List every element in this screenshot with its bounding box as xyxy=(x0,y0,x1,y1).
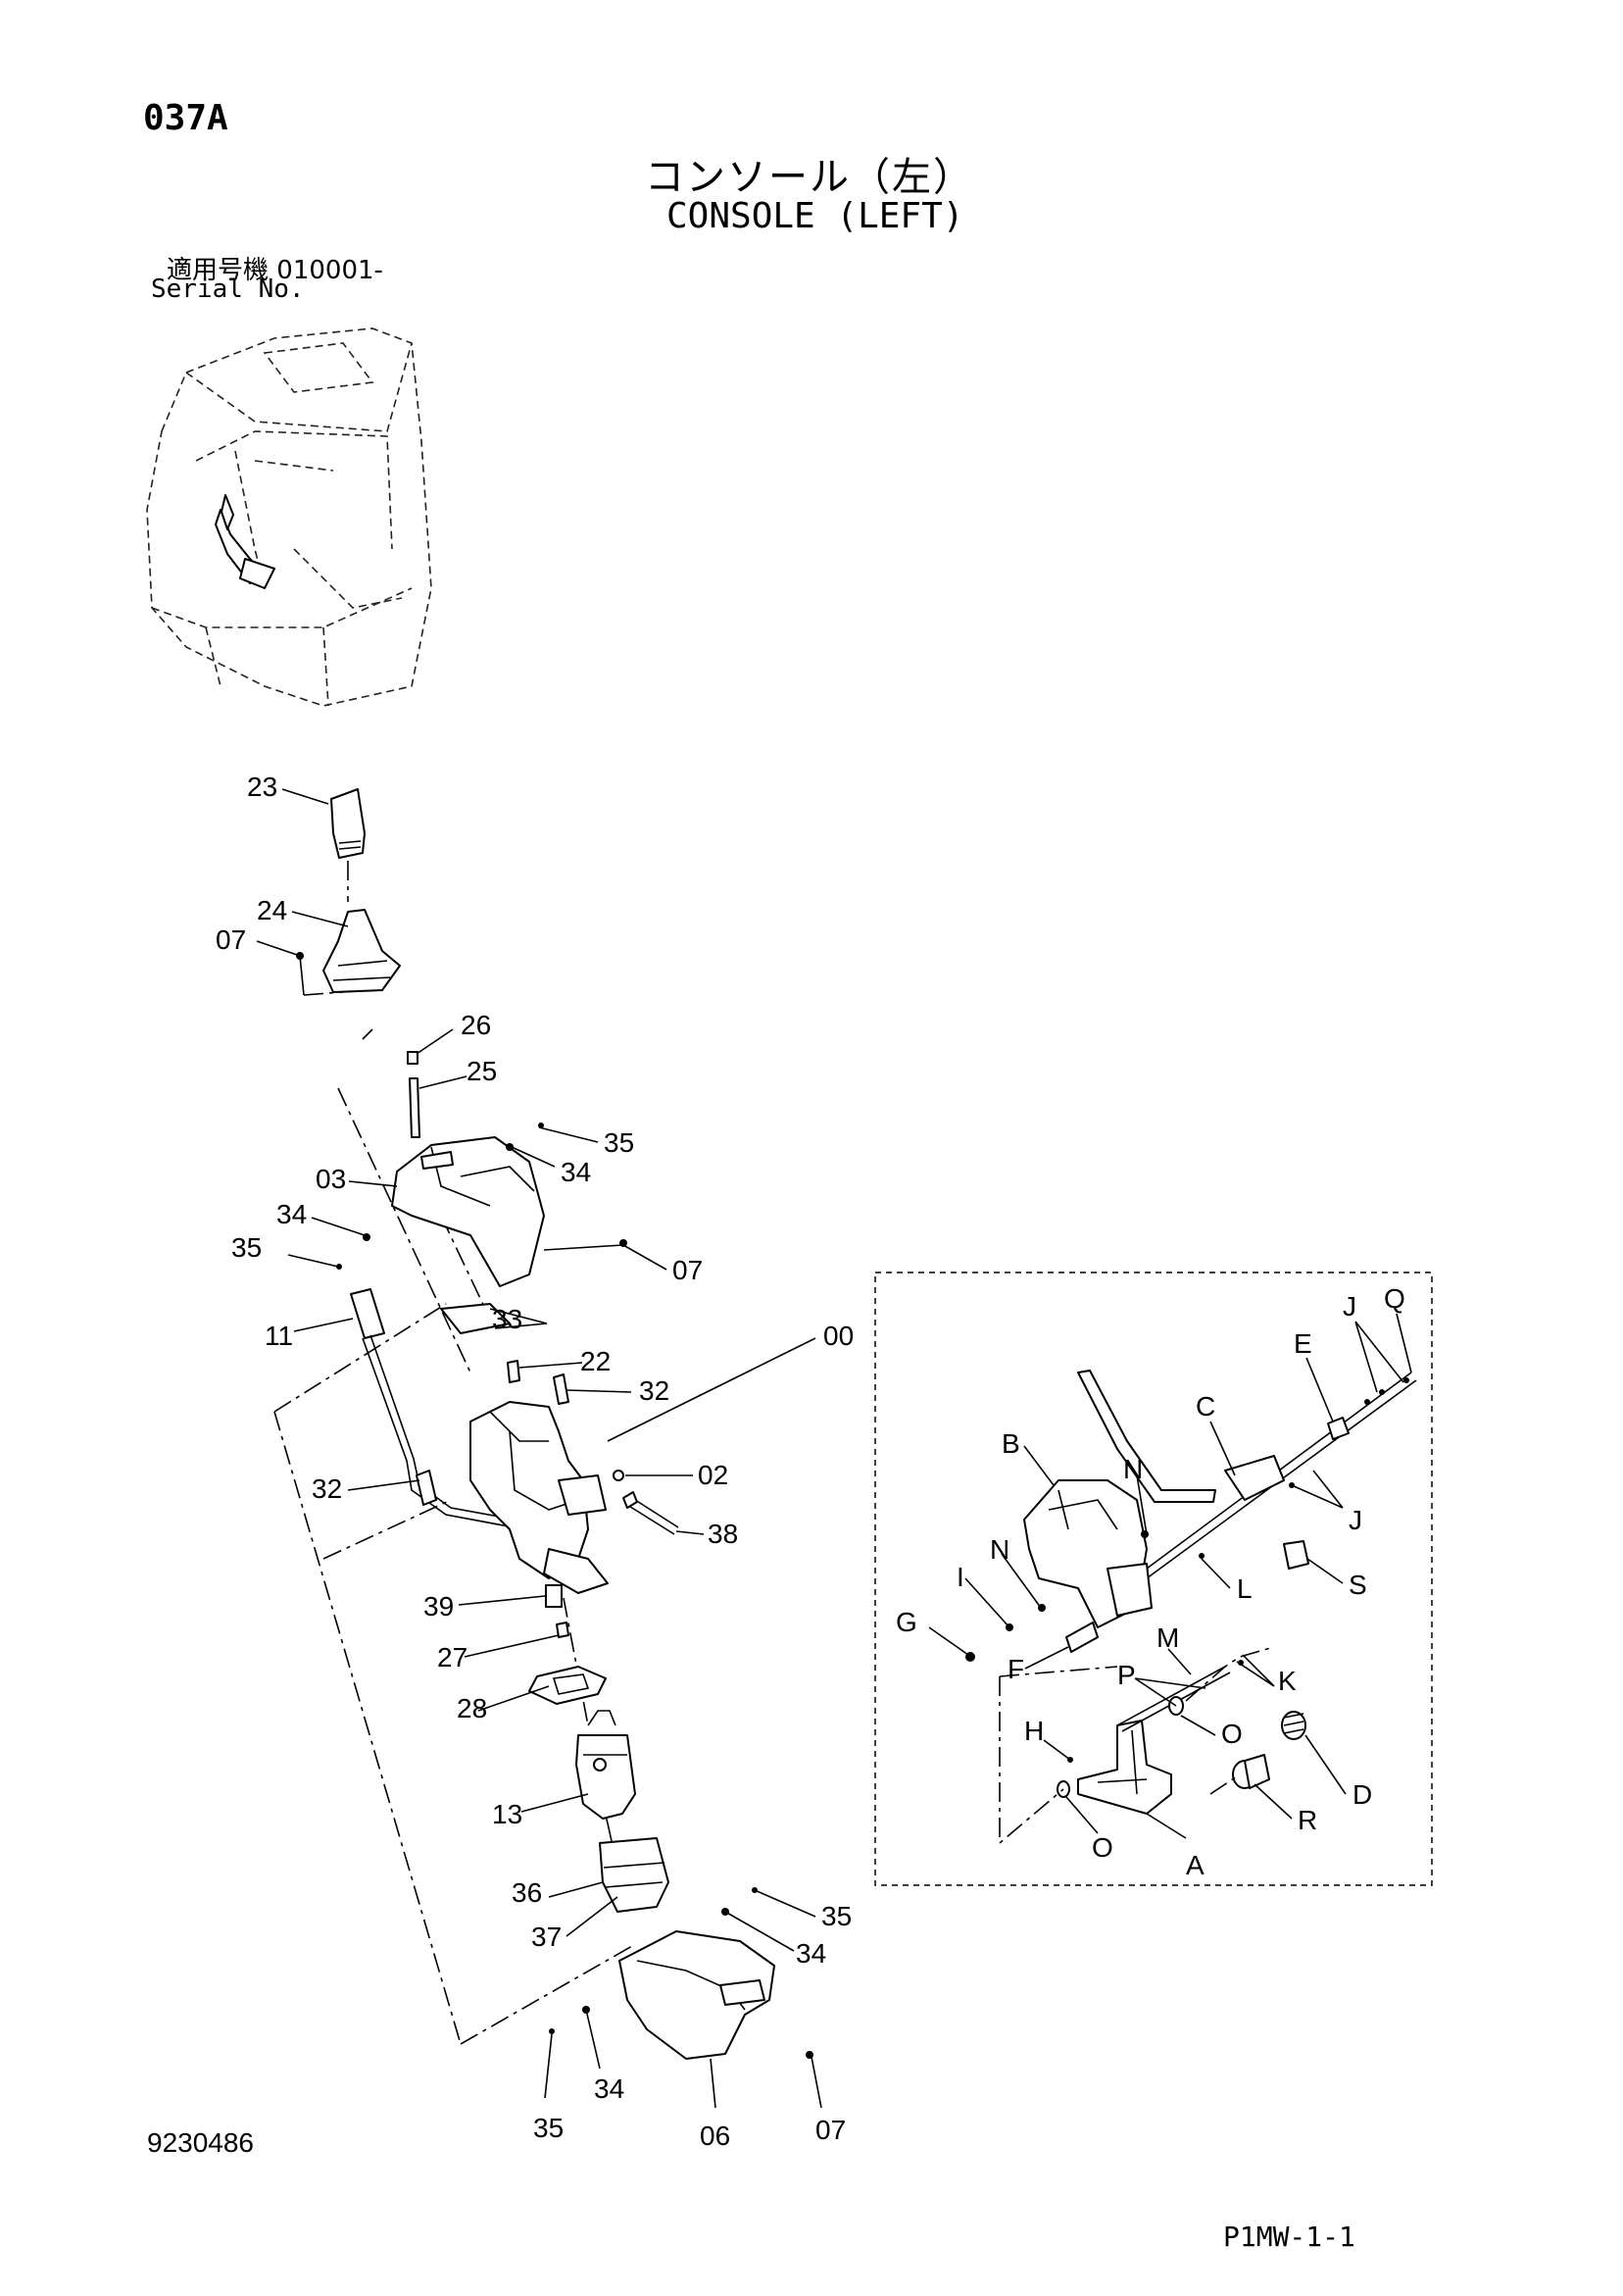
detail-part-f xyxy=(1065,1622,1099,1653)
callout-35-5: 35 xyxy=(604,1127,634,1158)
detail-callout-j-1: J xyxy=(1343,1291,1356,1322)
detail-lever-arm xyxy=(1077,1370,1216,1503)
detail-callout-o-20: O xyxy=(1092,1832,1113,1863)
callout-13-22: 13 xyxy=(492,1799,522,1829)
callout-33-11: 33 xyxy=(492,1304,522,1334)
plate-33 xyxy=(440,1303,511,1334)
page-title: CONSOLE (LEFT) xyxy=(666,196,964,236)
detail-callout-s-9: S xyxy=(1349,1570,1367,1600)
callout-23-0: 23 xyxy=(247,772,277,802)
callout-07-30: 07 xyxy=(815,2115,846,2145)
detail-part-c xyxy=(1224,1455,1285,1501)
grip-knob xyxy=(330,788,366,859)
callout-06-29: 06 xyxy=(700,2121,730,2151)
plate-28 xyxy=(528,1666,607,1705)
page-code: 037A xyxy=(143,98,228,138)
boot-36 xyxy=(599,1837,669,1913)
callout-07-10: 07 xyxy=(672,1255,703,1285)
callout-24-1: 24 xyxy=(257,895,287,925)
pin-38 xyxy=(622,1491,638,1509)
pin-32-upper xyxy=(553,1373,569,1405)
callout-35-9: 35 xyxy=(231,1232,262,1263)
detail-callout-n-7: N xyxy=(990,1534,1009,1565)
callout-03-7: 03 xyxy=(316,1164,346,1194)
callout-25-4: 25 xyxy=(467,1056,497,1086)
detail-callout-d-18: D xyxy=(1352,1779,1372,1810)
callout-07-2: 07 xyxy=(216,924,246,955)
detail-callout-r-19: R xyxy=(1298,1805,1317,1835)
callout-39-19: 39 xyxy=(423,1591,454,1622)
callout-32-15: 32 xyxy=(639,1375,669,1406)
page-title-japanese: コンソール（左） xyxy=(645,155,974,200)
callout-34-8: 34 xyxy=(276,1199,307,1229)
detail-inset-frame xyxy=(874,1272,1433,1886)
detail-leader-lines xyxy=(928,1313,1412,1839)
part-26 xyxy=(407,1051,418,1065)
callout-02-16: 02 xyxy=(698,1460,728,1490)
callout-22-14: 22 xyxy=(580,1346,611,1376)
callout-11-12: 11 xyxy=(265,1321,293,1351)
callout-26-3: 26 xyxy=(461,1010,491,1040)
serial-label: Serial No. xyxy=(151,275,305,304)
part-22 xyxy=(507,1360,520,1383)
callout-35-28: 35 xyxy=(533,2113,564,2143)
detail-callout-k-15: K xyxy=(1278,1666,1297,1696)
console-cover xyxy=(391,1136,545,1287)
detail-callout-o-17: O xyxy=(1221,1719,1243,1749)
callout-00-13: 00 xyxy=(823,1321,854,1351)
callout-37-24: 37 xyxy=(531,1922,562,1952)
detail-callout-p-14: P xyxy=(1117,1660,1136,1690)
lever-boot xyxy=(322,909,401,993)
detail-callout-g-11: G xyxy=(896,1607,917,1637)
callout-32-17: 32 xyxy=(312,1473,342,1504)
detail-callout-b-4: B xyxy=(1002,1428,1020,1459)
detail-callout-i-10: I xyxy=(957,1562,964,1592)
detail-callout-j-6: J xyxy=(1349,1505,1362,1535)
part-27 xyxy=(556,1622,569,1638)
callout-34-6: 34 xyxy=(561,1157,591,1187)
callout-34-27: 34 xyxy=(594,2073,624,2104)
serial-value: 010001- xyxy=(276,256,383,285)
assembly-alignment-lines xyxy=(273,861,633,2045)
lever-11 xyxy=(350,1288,385,1339)
detail-callout-q-0: Q xyxy=(1384,1283,1405,1314)
lower-cover xyxy=(618,1930,775,2060)
part-25 xyxy=(409,1077,420,1138)
detail-callout-e-2: E xyxy=(1294,1328,1312,1359)
detail-callout-n-5: N xyxy=(1123,1454,1143,1484)
callout-34-26: 34 xyxy=(796,1938,826,1969)
detail-spring-e xyxy=(1327,1417,1350,1440)
main-leader-lines xyxy=(256,788,822,2109)
detail-callout-h-16: H xyxy=(1024,1716,1044,1746)
bolt-02 xyxy=(613,1470,624,1481)
callout-38-18: 38 xyxy=(708,1519,738,1549)
callout-28-21: 28 xyxy=(457,1693,487,1723)
detail-callout-a-21: A xyxy=(1186,1850,1205,1880)
detail-callout-f-12: F xyxy=(1008,1654,1024,1684)
callouts-main: 23 24 07 26 25 35 34 03 34 35 07 33 11 00 22 32 02 32 38 39… xyxy=(216,772,854,2151)
document-number: 9230486 xyxy=(147,2127,255,2158)
page-reference: P1MW-1-1 xyxy=(1223,2221,1355,2253)
cab-location-sketch xyxy=(146,327,432,707)
callout-27-20: 27 xyxy=(437,1642,467,1672)
callout-35-25: 35 xyxy=(821,1901,852,1931)
detail-bracket-a xyxy=(1077,1720,1172,1815)
detail-callout-m-13: M xyxy=(1156,1622,1179,1653)
serial-label-japanese: 適用号機 xyxy=(167,256,270,285)
detail-callout-l-8: L xyxy=(1237,1573,1253,1604)
detail-callout-c-3: C xyxy=(1196,1391,1215,1422)
detail-part-s xyxy=(1283,1540,1309,1570)
serial-applicability: 適用号機 010001- xyxy=(167,250,383,286)
lever-bracket xyxy=(469,1401,589,1579)
detail-inset xyxy=(874,1272,1433,1886)
pin-32-lower xyxy=(416,1470,437,1506)
pilot-valve xyxy=(575,1734,636,1820)
callout-36-23: 36 xyxy=(512,1877,542,1908)
main-assembly xyxy=(296,788,813,2060)
spacer-39 xyxy=(545,1584,563,1608)
